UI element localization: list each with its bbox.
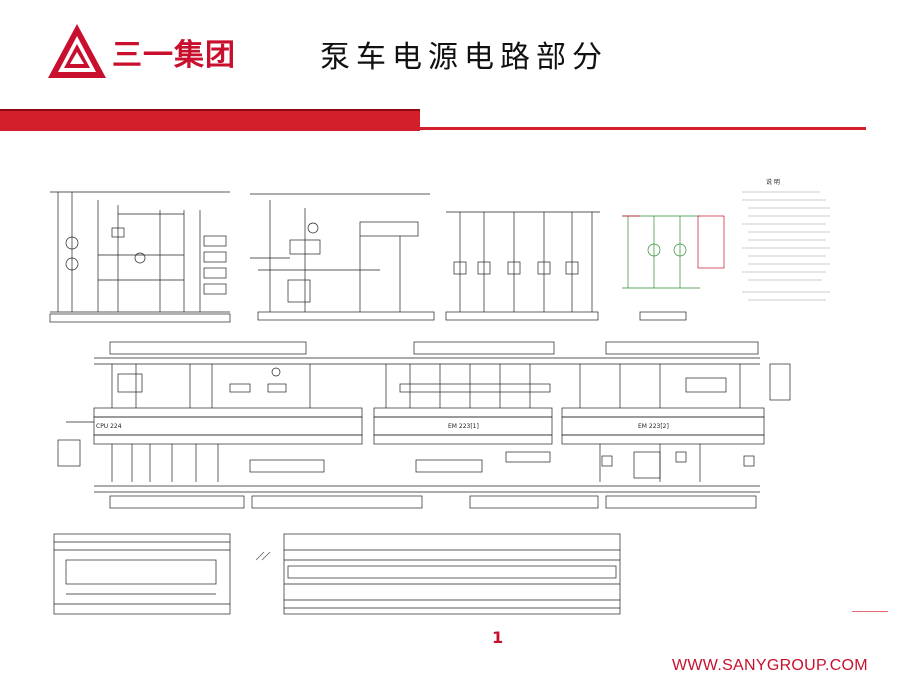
header-bar [0,109,420,131]
remote-control-circuit [283,533,621,615]
plc-io-panel [57,341,791,509]
sany-logo-icon [48,24,106,78]
page-title: 泵车电源电路部分 [320,40,608,75]
brand-name: 三一集团 [112,38,236,73]
header-rule [420,127,866,130]
website-link[interactable]: WWW.SANYGROUP.COM [672,657,868,674]
notes-block [742,191,830,301]
sensor-circuit-panel [622,215,700,289]
relay-circuit-panel [250,193,435,321]
module-em2-label: EM 223[2] [638,423,669,430]
page-number: 1 [492,628,504,647]
panel-control-circuit [53,533,231,615]
module-cpu-label: CPU 224 [96,423,122,430]
module-em1-label: EM 223[1] [448,423,479,430]
header-bar-edge [0,109,420,111]
valve-circuit-panel [445,211,600,321]
notes-title: 说 明 [766,178,780,186]
footer-accent [852,611,888,612]
power-circuit-panel [49,191,231,323]
